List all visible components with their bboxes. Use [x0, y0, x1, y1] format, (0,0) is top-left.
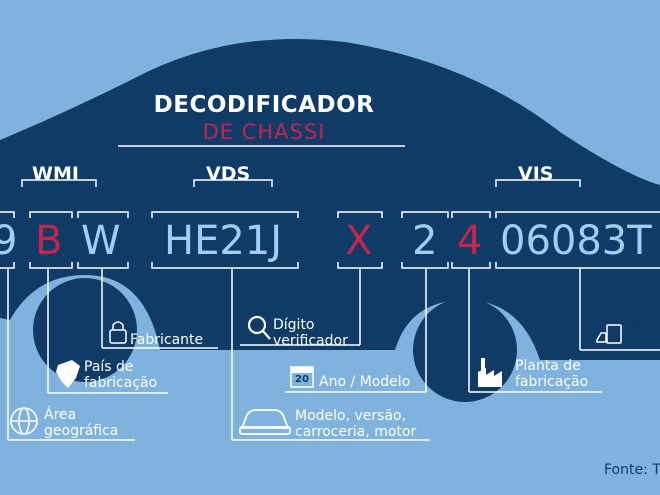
char-2: B: [35, 218, 63, 264]
label-pais-1: País de: [84, 359, 134, 375]
char-year: 2: [412, 218, 438, 264]
label-pais-2: fabricação: [84, 375, 158, 391]
vis-label: VIS: [518, 163, 554, 185]
title-line-1: DECODIFICADOR: [153, 92, 375, 118]
char-plant: 4: [457, 218, 483, 264]
char-3: W: [81, 218, 121, 264]
serial-icon: [596, 324, 622, 344]
calendar-icon: [290, 366, 314, 388]
factory-lock-icon: [109, 321, 127, 344]
map-brazil-icon: [56, 360, 80, 388]
label-area-2: geográfica: [44, 423, 119, 439]
calendar-number: 20: [295, 374, 309, 385]
car-icon: [239, 409, 291, 435]
label-area-1: Área: [44, 407, 77, 423]
magnifier-icon: [247, 315, 271, 340]
label-modelo-2: carroceria, motor: [295, 424, 417, 440]
label-planta-2: fabricação: [515, 374, 589, 390]
label-numero-2: de s: [627, 334, 657, 350]
source-note: Fonte: T: [604, 462, 660, 478]
label-fabricante: Fabricante: [130, 332, 204, 348]
label-numero-1: Núm: [627, 318, 660, 334]
wmi-label: WMI: [32, 163, 79, 185]
label-planta-1: Planta de: [515, 358, 581, 374]
factory-icon: [478, 358, 502, 387]
vds-label: VDS: [206, 163, 251, 185]
char-1: 9: [0, 218, 18, 264]
label-digito-2: verificador: [273, 333, 348, 349]
title-line-2: DE CHASSI: [202, 120, 326, 144]
label-digito-1: Dígito: [273, 317, 315, 333]
globe-icon: [10, 407, 38, 435]
label-modelo-1: Modelo, versão,: [295, 408, 407, 424]
char-serial: 06083T: [500, 218, 652, 264]
label-ano: Ano / Modelo: [319, 374, 411, 390]
char-check: X: [345, 218, 373, 264]
char-vds: HE21J: [164, 218, 283, 264]
